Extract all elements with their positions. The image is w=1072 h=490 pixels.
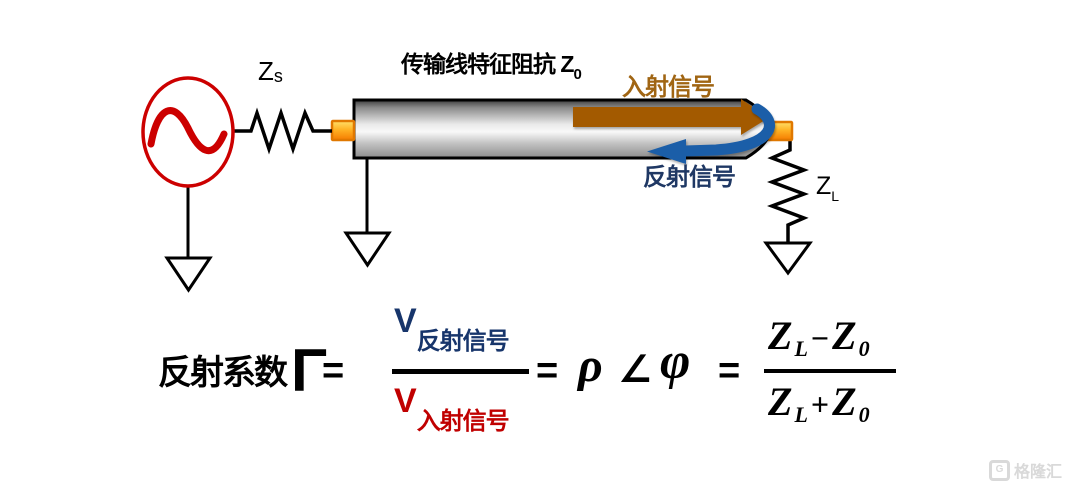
z-num-a-sub: L xyxy=(794,336,808,361)
watermark-text: 格隆汇 xyxy=(1013,464,1062,481)
formula-equals-1: = xyxy=(322,350,345,392)
incident-arrow xyxy=(573,99,769,135)
line-title-sub: 0 xyxy=(573,66,582,83)
formula-z-numerator: Z L − Z 0 xyxy=(768,316,870,360)
formula-prefix: 反射系数 xyxy=(158,354,288,392)
formula-angle-symbol: ∠ xyxy=(618,347,653,391)
watermark: G 格隆汇 xyxy=(988,458,1062,482)
formula-gamma: Γ xyxy=(291,337,328,404)
z-num-b: Z xyxy=(832,313,857,358)
reflected-arrow xyxy=(647,103,775,164)
denominator-v: V xyxy=(394,382,417,420)
formula-equals-3: = xyxy=(718,350,741,392)
numerator-v: V xyxy=(394,302,417,340)
ground-icon-source xyxy=(164,186,213,293)
ground-icon-line xyxy=(343,158,392,268)
formula-z-denominator: Z L + Z 0 xyxy=(768,382,870,426)
load-resistor xyxy=(767,141,809,245)
formula-denominator: V 入射信号 xyxy=(394,382,510,435)
z-num-a: Z xyxy=(768,313,793,358)
left-connector xyxy=(330,119,356,142)
transmission-line-title: 传输线特征阻抗 Z0 xyxy=(401,51,582,83)
ground-icon-load xyxy=(763,241,813,276)
reflected-signal-label: 反射信号 xyxy=(643,164,736,191)
formula-rho: ρ xyxy=(578,339,603,392)
incident-signal-label: 入射信号 xyxy=(622,74,715,101)
z-den-a: Z xyxy=(768,379,793,424)
z-den-b-sub: 0 xyxy=(858,402,870,427)
formula-equals-2: = xyxy=(536,350,559,392)
z-num-b-sub: 0 xyxy=(858,336,870,361)
zl-sub: L xyxy=(831,188,840,204)
source-impedance-label: Zs xyxy=(258,56,283,86)
zs-sub: s xyxy=(273,66,283,86)
ac-source-icon xyxy=(141,76,235,188)
formula-numerator: V 反射信号 xyxy=(394,302,510,355)
z-den-op: + xyxy=(810,386,830,422)
source-impedance-resistor xyxy=(233,107,332,155)
gelonghui-logo-icon: G xyxy=(988,459,1010,481)
zs-base: Z xyxy=(258,56,274,86)
numerator-sub: 反射信号 xyxy=(416,328,510,355)
fraction-bar-2 xyxy=(764,369,896,373)
formula-phi: φ xyxy=(660,333,691,390)
z-den-b: Z xyxy=(832,379,857,424)
fraction-bar-1 xyxy=(392,369,529,374)
z-den-a-sub: L xyxy=(794,402,808,427)
load-impedance-label: ZL xyxy=(816,172,839,204)
z-num-op: − xyxy=(810,320,830,356)
zl-base: Z xyxy=(816,172,832,200)
denominator-sub: 入射信号 xyxy=(416,408,510,435)
line-title-base: 传输线特征阻抗 Z xyxy=(401,51,574,77)
